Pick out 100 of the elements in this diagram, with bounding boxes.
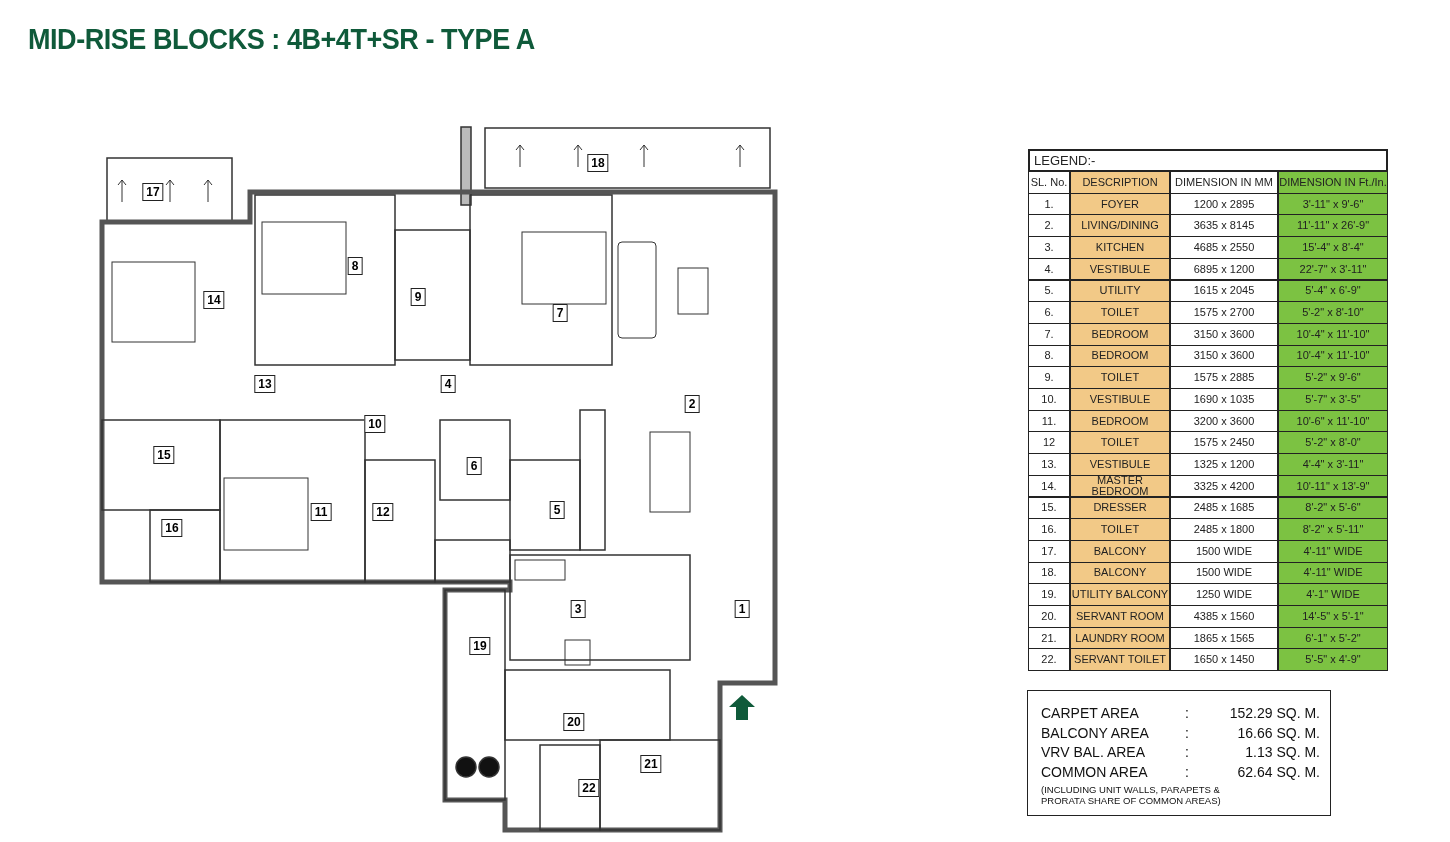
room-number-tag: 20 xyxy=(563,713,585,731)
dimension-mm: 1575 x 2450 xyxy=(1170,431,1278,455)
dimension-mm: 1690 x 1035 xyxy=(1170,388,1278,411)
column-header: DIMENSION IN MM xyxy=(1170,171,1278,194)
serial-number: 20. xyxy=(1028,605,1070,628)
room-number-tag: 22 xyxy=(578,779,600,797)
room-number-tag: 14 xyxy=(203,291,225,309)
room-name: VESTIBULE xyxy=(1070,257,1170,281)
room-name: KITCHEN xyxy=(1070,236,1170,259)
colon-separator: : xyxy=(1185,744,1189,760)
dimension-ft: 4'-1" WIDE xyxy=(1278,583,1388,606)
serial-number: 12 xyxy=(1028,431,1070,455)
room-number-tag: 7 xyxy=(552,304,568,322)
column-header: DESCRIPTION xyxy=(1070,171,1170,194)
room-number-tag: 4 xyxy=(440,375,456,393)
room-number-tag: 15 xyxy=(153,446,175,464)
serial-number: 19. xyxy=(1028,583,1070,606)
room-number-tag: 12 xyxy=(372,503,394,521)
page-title: MID-RISE BLOCKS : 4B+4T+SR - TYPE A xyxy=(28,22,535,56)
dimension-mm: 2485 x 1800 xyxy=(1170,518,1278,541)
dimension-ft: 4'-4" x 3'-11" xyxy=(1278,453,1388,476)
colon-separator: : xyxy=(1185,763,1189,780)
dimension-mm: 1650 x 1450 xyxy=(1170,648,1278,672)
room-name: SERVANT TOILET xyxy=(1070,648,1170,672)
room-number-tag: 17 xyxy=(142,183,164,201)
dimension-ft: 5'-5" x 4'-9" xyxy=(1278,648,1388,672)
serial-number: 16. xyxy=(1028,518,1070,541)
room-name: TOILET xyxy=(1070,518,1170,541)
dimension-mm: 1325 x 1200 xyxy=(1170,453,1278,476)
dimension-mm: 4685 x 2550 xyxy=(1170,236,1278,259)
area-label: CARPET AREA xyxy=(1041,705,1139,721)
dimension-ft: 4'-11" WIDE xyxy=(1278,539,1388,563)
dimension-ft: 14'-5" x 5'-1" xyxy=(1278,605,1388,628)
room-number-tag: 11 xyxy=(310,503,332,521)
dimension-ft: 15'-4" x 8'-4" xyxy=(1278,236,1388,259)
dimension-ft: 5'-2" x 8'-10" xyxy=(1278,301,1388,324)
dimension-mm: 1575 x 2885 xyxy=(1170,366,1278,389)
dimension-ft: 5'-7" x 3'-5" xyxy=(1278,388,1388,411)
area-value: 1.13 SQ. M. xyxy=(1245,744,1320,760)
serial-number: 2. xyxy=(1028,214,1070,238)
room-name: VESTIBULE xyxy=(1070,453,1170,476)
dimension-mm: 1575 x 2700 xyxy=(1170,301,1278,324)
room-number-tag: 9 xyxy=(410,288,426,306)
serial-number: 7. xyxy=(1028,322,1070,346)
dimension-ft: 22'-7" x 3'-11" xyxy=(1278,257,1388,281)
serial-number: 22. xyxy=(1028,648,1070,672)
column-header: DIMENSION IN Ft./In. xyxy=(1278,171,1388,194)
dimension-ft: 5'-2" x 9'-6" xyxy=(1278,366,1388,389)
room-name: TOILET xyxy=(1070,366,1170,389)
area-value: 62.64 SQ. M. xyxy=(1237,763,1320,780)
room-number-tag: 19 xyxy=(469,637,491,655)
room-number-tag: 18 xyxy=(587,154,609,172)
room-name: MASTER BEDROOM xyxy=(1070,474,1170,498)
room-name: SERVANT ROOM xyxy=(1070,605,1170,628)
room-name: LIVING/DINING xyxy=(1070,214,1170,238)
room-number-tag: 8 xyxy=(347,257,363,275)
area-label: BALCONY AREA xyxy=(1041,724,1149,741)
dimension-mm: 3325 x 4200 xyxy=(1170,474,1278,498)
room-name: BEDROOM xyxy=(1070,322,1170,346)
room-number-tag: 21 xyxy=(640,755,662,773)
dimension-ft: 8'-2" x 5'-11" xyxy=(1278,518,1388,541)
dimension-mm: 3150 x 3600 xyxy=(1170,322,1278,346)
room-number-tag: 2 xyxy=(684,395,700,413)
dimension-ft: 11'-11" x 26'-9" xyxy=(1278,214,1388,238)
serial-number: 13. xyxy=(1028,453,1070,476)
dimension-mm: 6895 x 1200 xyxy=(1170,257,1278,281)
dimension-mm: 1500 WIDE xyxy=(1170,539,1278,563)
dimension-mm: 4385 x 1560 xyxy=(1170,605,1278,628)
area-note: (INCLUDING UNIT WALLS, PARAPETS & PRORATA SHARE OF COMMON AREAS) xyxy=(1041,784,1222,806)
serial-number: 9. xyxy=(1028,366,1070,389)
serial-number: 17. xyxy=(1028,539,1070,563)
dimension-mm: 1250 WIDE xyxy=(1170,583,1278,606)
room-number-tag: 3 xyxy=(570,600,586,618)
dimension-mm: 3635 x 8145 xyxy=(1170,214,1278,238)
room-number-tag: 13 xyxy=(254,375,276,393)
room-name: TOILET xyxy=(1070,301,1170,324)
serial-number: 14. xyxy=(1028,474,1070,498)
colon-separator: : xyxy=(1185,724,1189,741)
room-number-tag: 16 xyxy=(161,519,183,537)
area-label: VRV BAL. AREA xyxy=(1041,744,1145,760)
serial-number: 3. xyxy=(1028,236,1070,259)
room-name: VESTIBULE xyxy=(1070,388,1170,411)
dimension-ft: 10'-4" x 11'-10" xyxy=(1278,322,1388,346)
area-value: 152.29 SQ. M. xyxy=(1229,705,1320,721)
room-number-tag: 6 xyxy=(466,457,482,475)
area-label: COMMON AREA xyxy=(1041,763,1148,780)
colon-separator: : xyxy=(1185,705,1189,721)
serial-number: 10. xyxy=(1028,388,1070,411)
dimension-ft: 10'-11" x 13'-9" xyxy=(1278,474,1388,498)
dimension-ft: 5'-2" x 8'-0" xyxy=(1278,431,1388,455)
room-number-tag: 10 xyxy=(364,415,386,433)
serial-number: 6. xyxy=(1028,301,1070,324)
room-number-tag: 5 xyxy=(549,501,565,519)
room-name: TOILET xyxy=(1070,431,1170,455)
serial-number: 4. xyxy=(1028,257,1070,281)
room-name: BALCONY xyxy=(1070,539,1170,563)
column-header: SL. No. xyxy=(1028,171,1070,194)
room-number-tag: 1 xyxy=(734,600,750,618)
room-name: UTILITY BALCONY xyxy=(1070,583,1170,606)
area-value: 16.66 SQ. M. xyxy=(1237,724,1320,741)
